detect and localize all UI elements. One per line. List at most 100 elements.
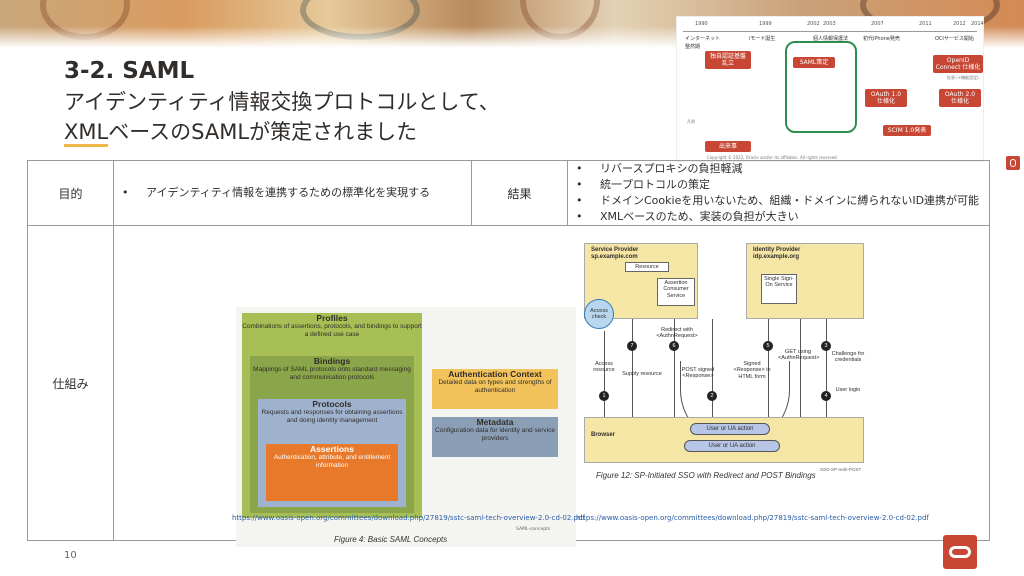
timeline-year: 2003 — [823, 21, 836, 27]
timeline-year: 2014 — [971, 21, 984, 27]
step-number: 6 — [669, 341, 679, 351]
protocols-title: Protocols — [312, 399, 352, 409]
timeline-box: OpenID Connect 仕様化 — [933, 55, 983, 74]
timeline-box: SCIM 1.0発表 — [883, 125, 931, 137]
oracle-logo-icon — [943, 535, 977, 569]
saml-highlight-circle — [785, 41, 857, 133]
timeline-year: 1990 — [695, 21, 708, 27]
table-row: 仕組み Profiles Combinations of assertions,… — [27, 225, 990, 547]
assertions-layer: Assertions Authentication, attribute, an… — [266, 444, 398, 501]
authctx-desc: Detailed data on types and strengths of … — [438, 379, 552, 395]
result-bullet: リバースプロキシの負担軽減 — [574, 161, 989, 177]
access-check-circle: Access check — [584, 299, 614, 329]
bindings-desc: Mappings of SAML protocols onto standard… — [253, 366, 411, 382]
timeline-event: インターネット — [685, 36, 721, 42]
sp-host: sp.example.com — [591, 254, 638, 261]
assertions-title: Assertions — [310, 444, 354, 454]
user-action-pill: User or UA action — [684, 440, 780, 452]
subtitle-highlight: XML — [64, 120, 109, 147]
profiles-desc: Combinations of assertions, protocols, a… — [242, 323, 422, 339]
user-action-pill: User or UA action — [690, 423, 770, 435]
flow-label: User login — [835, 387, 861, 393]
authentication-context-box: Authentication Context Detailed data on … — [432, 369, 558, 409]
purpose-bullet: アイデンティティ情報を連携するための標準化を実現する — [120, 185, 471, 201]
result-label: 結果 — [471, 160, 568, 226]
bindings-title: Bindings — [313, 356, 351, 366]
result-bullet: 統一プロトコルの策定 — [574, 177, 989, 193]
step-number: 1 — [599, 391, 609, 401]
flow-label: Redirect with <AuthnRequest> — [656, 327, 698, 340]
saml-concepts-figure: Profiles Combinations of assertions, pro… — [236, 307, 576, 547]
timeline-event: 個人情報保護法 — [813, 36, 849, 42]
page-number: 10 — [64, 550, 77, 561]
flow-line — [632, 319, 633, 417]
history-timeline-figure: 1990 1999 2002 2003 2007 2011 2012 2014 … — [676, 16, 984, 162]
timeline-event: 整然期 — [685, 44, 701, 50]
mechanism-figures-cell: Profiles Combinations of assertions, pro… — [113, 225, 990, 547]
timeline-event: iモード誕生 — [749, 36, 776, 42]
flow-line — [826, 319, 827, 417]
metadata-box: Metadata Configuration data for identity… — [432, 417, 558, 457]
idp-host: idp.example.org — [753, 254, 800, 261]
flow-label: GET using <AuthnRequest> — [778, 349, 820, 362]
slide-subtitle-line2: XMLベースのSAMLが策定されました — [64, 116, 418, 147]
timeline-year: 1999 — [759, 21, 772, 27]
source-link[interactable]: https://www.oasis-open.org/committees/do… — [576, 514, 929, 522]
mechanism-label: 仕組み — [27, 225, 114, 541]
purpose-label: 目的 — [27, 160, 114, 226]
oracle-icon — [1006, 156, 1020, 170]
timeline-year: 2012 — [953, 21, 966, 27]
table-row: 目的 アイデンティティ情報を連携するための標準化を実現する 結果 リバースプロキ… — [27, 160, 990, 226]
timeline-box: 出来事 — [705, 141, 751, 153]
figure-tag: SAML-concepts — [516, 527, 551, 532]
purpose-cell: アイデンティティ情報を連携するための標準化を実現する — [113, 160, 472, 226]
sso-service-box: Single Sign-On Service — [761, 274, 797, 304]
step-number: 7 — [627, 341, 637, 351]
timeline-year: 2002 — [807, 21, 820, 27]
timeline-event: OCIサービス開始 — [935, 36, 974, 42]
authctx-title: Authentication Context — [448, 369, 542, 379]
step-number: 4 — [821, 391, 831, 401]
timeline-copyright: Copyright © 2022, Oracle and/or its affi… — [707, 155, 838, 160]
figure-caption: Figure 12: SP-Initiated SSO with Redirec… — [596, 471, 816, 480]
profiles-title: Profiles — [316, 313, 348, 323]
result-bullet: ドメインCookieを用いないため、組織・ドメインに縛られないID連携が可能 — [574, 193, 989, 209]
metadata-desc: Configuration data for identity and serv… — [435, 427, 555, 443]
sp-title: Service Provider — [591, 247, 639, 253]
figure-tag: SSO-SP-redir-POST — [820, 467, 862, 472]
slide-title: 3-2. SAML — [64, 58, 195, 84]
timeline-box: OAuth 2.0 仕様化 — [939, 89, 981, 108]
timeline-event: 初代iPhone発売 — [863, 36, 900, 42]
flow-line — [800, 319, 801, 417]
timeline-legend: 凡例 — [687, 119, 695, 124]
step-number: 3 — [821, 341, 831, 351]
result-cell: リバースプロキシの負担軽減 統一プロトコルの策定 ドメインCookieを用いない… — [567, 160, 990, 226]
slide-subtitle-line1: アイデンティティ情報交換プロトコルとして、 — [64, 90, 500, 114]
step-number: 5 — [763, 341, 773, 351]
protocols-desc: Requests and responses for obtaining ass… — [261, 409, 403, 425]
result-bullet: XMLベースのため、実装の負担が大きい — [574, 209, 989, 225]
assertions-desc: Authentication, attribute, and entitleme… — [273, 454, 391, 470]
timeline-year: 2007 — [871, 21, 884, 27]
timeline-box: 独自認証基盤 乱立 — [705, 51, 751, 70]
figure-caption: Figure 4: Basic SAML Concepts — [334, 535, 448, 544]
subtitle-rest: ベースのSAMLが策定されました — [108, 120, 418, 144]
idp-title: Identity Provider — [753, 247, 801, 253]
flow-label: Supply resource — [622, 371, 662, 377]
browser-label: Browser — [591, 432, 616, 438]
flow-line — [674, 319, 675, 417]
acs-box: Assertion Consumer Service — [657, 278, 695, 306]
timeline-note: 拡張 (+機能設定) — [947, 75, 979, 80]
timeline-axis — [683, 31, 977, 32]
step-number: 2 — [707, 391, 717, 401]
source-link[interactable]: https://www.oasis-open.org/committees/do… — [232, 514, 585, 522]
flow-label: Challenge for credentials — [831, 351, 865, 364]
metadata-title: Metadata — [476, 417, 514, 427]
flow-label: Access resource — [593, 361, 615, 374]
flow-line — [604, 331, 605, 417]
resource-box: Resource — [625, 262, 669, 273]
timeline-box: OAuth 1.0 仕様化 — [865, 89, 907, 108]
